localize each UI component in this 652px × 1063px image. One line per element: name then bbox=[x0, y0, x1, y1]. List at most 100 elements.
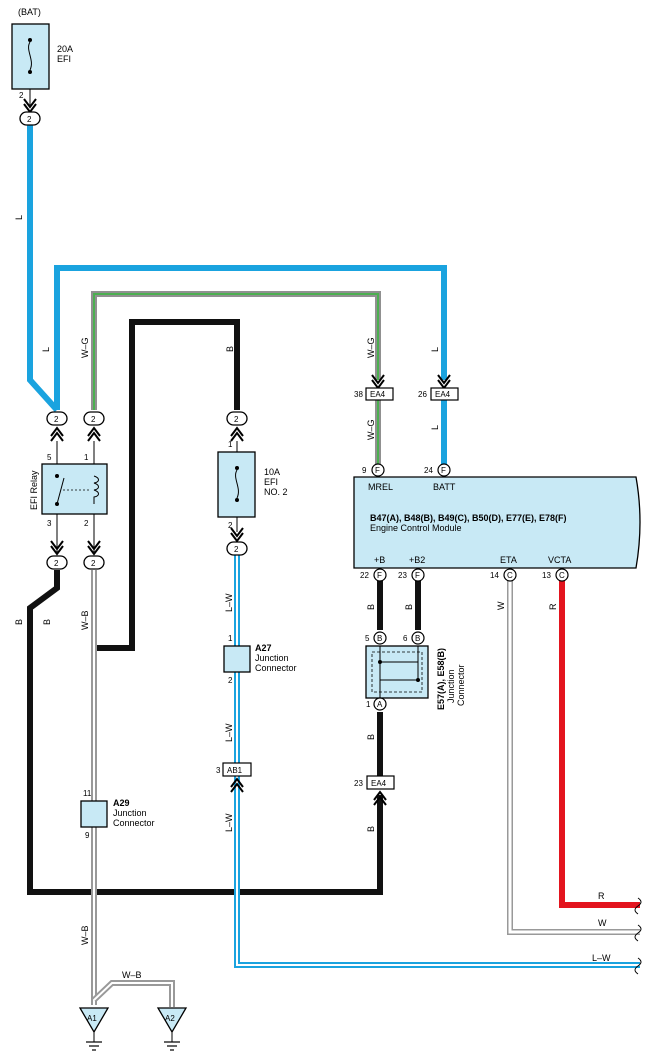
fuse2-rating: 10A bbox=[264, 467, 280, 477]
relay-arrow-2 bbox=[87, 426, 101, 442]
e57-node-2 bbox=[416, 678, 420, 682]
relay-arrow-3 bbox=[50, 540, 64, 556]
fuse2-conn-bottom-pin: 2 bbox=[234, 545, 239, 554]
ecm-pb-letter: F bbox=[377, 571, 382, 580]
e57-title: E57(A), E58(B) bbox=[436, 648, 446, 710]
relay-pin-2: 2 bbox=[84, 519, 89, 528]
wire-label-wb-ground: W–B bbox=[122, 970, 142, 980]
e57-node-1 bbox=[378, 660, 382, 664]
relay-conn-2-pin: 2 bbox=[91, 415, 96, 424]
wire-label-r-vcta: R bbox=[548, 603, 558, 610]
ea4-26-box bbox=[430, 387, 459, 401]
relay-conn-3-pin: 2 bbox=[54, 559, 59, 568]
bat-label: (BAT) bbox=[18, 7, 41, 17]
e57-pin6-letter: B bbox=[415, 634, 420, 643]
ecm-name: Engine Control Module bbox=[370, 523, 462, 533]
wire-b-relay-to-fuse2 bbox=[91, 319, 240, 651]
fuse2-conn-top-oval bbox=[226, 411, 248, 426]
relay-conn-2-oval bbox=[83, 411, 105, 426]
relay-switch-arm bbox=[56, 477, 65, 505]
ecm-pb2-pin: 23 bbox=[398, 571, 407, 580]
relay-conn-4-oval bbox=[83, 555, 105, 570]
ecm-vcta-label: VCTA bbox=[548, 555, 571, 565]
a27-name1: Junction bbox=[255, 653, 289, 663]
fuse2-dot-top bbox=[235, 466, 239, 470]
ecm-vcta-letter: C bbox=[559, 571, 565, 580]
fuse2-name2: NO. 2 bbox=[264, 487, 288, 497]
wire-l-relay-to-batt bbox=[54, 265, 447, 410]
ab1-arrow bbox=[230, 777, 244, 793]
wire-label-r-out: R bbox=[598, 891, 605, 901]
a29-pin-11: 11 bbox=[83, 789, 92, 798]
a29-code: A29 bbox=[113, 798, 130, 808]
break-mark-r bbox=[634, 897, 642, 915]
e57-inner-dashed bbox=[371, 651, 423, 693]
e57-pin1-letter: A bbox=[377, 700, 383, 709]
break-mark-w bbox=[634, 924, 642, 942]
a29-name1: Junction bbox=[113, 808, 147, 818]
fuse-efi-pin-2: 2 bbox=[19, 91, 24, 100]
wire-label-l-mid: L bbox=[430, 347, 440, 352]
relay-arrow-4 bbox=[87, 540, 101, 556]
relay-contact-bottom bbox=[55, 502, 59, 506]
e57-pin5-circle bbox=[373, 631, 387, 645]
a29-box bbox=[80, 800, 108, 828]
wire-wg-inner bbox=[93, 293, 379, 410]
wire-label-b-relay: B bbox=[42, 619, 52, 625]
fuse2-conn-bottom-oval bbox=[226, 541, 248, 556]
e57-pin6-circle bbox=[411, 631, 425, 645]
wire-label-l-relay: L bbox=[41, 347, 51, 352]
e57-pin5: 5 bbox=[365, 634, 370, 643]
conn-top-pin: 2 bbox=[27, 115, 32, 124]
fuse2-element bbox=[235, 469, 239, 499]
wire-label-wb-low: W–B bbox=[80, 925, 90, 945]
ecm-pb2-label: +B2 bbox=[409, 555, 425, 565]
ecm-batt-circle bbox=[437, 463, 451, 477]
e57-pin6: 6 bbox=[403, 634, 408, 643]
ground-a1-triangle bbox=[78, 1007, 110, 1034]
a29-name2: Connector bbox=[113, 818, 155, 828]
ecm-vcta-circle bbox=[555, 568, 569, 582]
ea4-38-box bbox=[365, 387, 394, 401]
fuse-efi-rating: 20A bbox=[57, 44, 73, 54]
relay-conn-1-pin: 2 bbox=[54, 415, 59, 424]
ecm-mrel-circle bbox=[371, 463, 385, 477]
wire-label-wg-3: W–G bbox=[366, 419, 376, 440]
fuse2-pin-2: 2 bbox=[228, 521, 233, 530]
wire-r-vcta bbox=[559, 581, 640, 908]
wire-label-lw-out: L–W bbox=[592, 953, 611, 963]
e57-box bbox=[365, 645, 429, 699]
a27-pin-1: 1 bbox=[228, 634, 233, 643]
fuse-efi-no2-box bbox=[217, 451, 256, 518]
wire-label-b-junc: B bbox=[366, 734, 376, 740]
ea4-23-arrow bbox=[373, 790, 387, 806]
ecm-box bbox=[353, 476, 641, 569]
wire-label-b-p22: B bbox=[366, 604, 376, 610]
ecm-eta-circle bbox=[503, 568, 517, 582]
e57-name1: Junction bbox=[446, 669, 456, 703]
wire-l-fuse-to-relay bbox=[27, 125, 60, 413]
wire-label-wg-2: W–G bbox=[366, 337, 376, 358]
wire-label-b-p23: B bbox=[404, 604, 414, 610]
ab1-box bbox=[222, 762, 252, 777]
wire-label-lw-3: L–W bbox=[224, 813, 234, 832]
ecm-pb-label: +B bbox=[374, 555, 385, 565]
efi-relay-label: EFI Relay bbox=[29, 470, 39, 510]
ecm-eta-label: ETA bbox=[500, 555, 517, 565]
break-mark-lw bbox=[634, 957, 642, 975]
fuse2-name1: EFI bbox=[264, 477, 278, 487]
ecm-batt-letter: F bbox=[441, 466, 446, 475]
fuse2-conn-top-pin: 2 bbox=[234, 415, 239, 424]
wire-wb-ground-outer bbox=[91, 980, 175, 1007]
ecm-pb-pin: 22 bbox=[360, 571, 369, 580]
ecm-mrel-label: MREL bbox=[368, 482, 393, 492]
fuse-efi-element bbox=[28, 41, 32, 71]
a27-code: A27 bbox=[255, 643, 272, 653]
e57-pin5-letter: B bbox=[377, 634, 382, 643]
ab1-name: AB1 bbox=[227, 766, 243, 775]
wire-lw-inner bbox=[236, 555, 640, 966]
fuse-efi-dot-top bbox=[28, 38, 32, 42]
relay-pin-5: 5 bbox=[47, 453, 52, 462]
wire-label-w-out: W bbox=[598, 918, 607, 928]
wire-label-wg-1: W–G bbox=[80, 337, 90, 358]
